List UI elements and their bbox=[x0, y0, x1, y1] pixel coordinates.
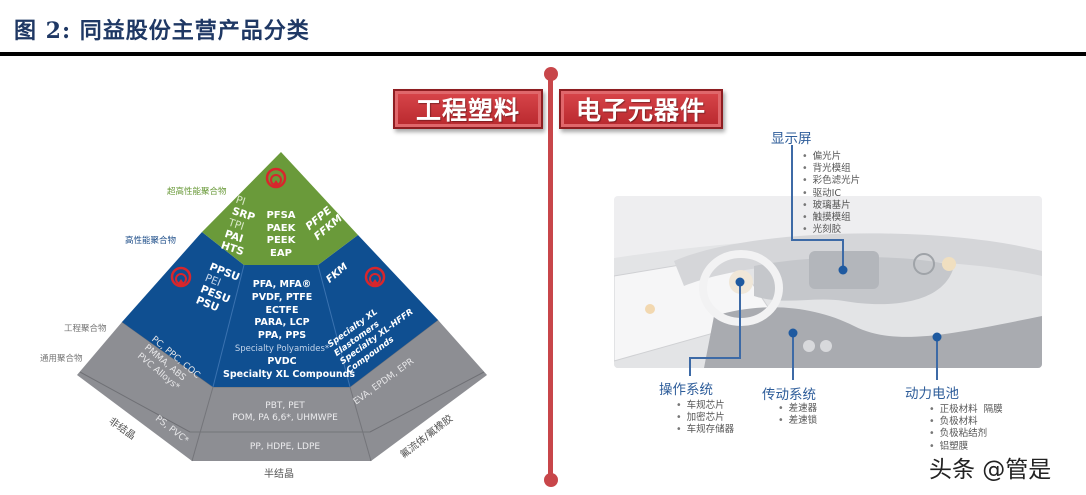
label-semi-crystalline: 半结晶 bbox=[264, 469, 294, 480]
company-logo-icon bbox=[170, 266, 192, 288]
blue-center-materials: PFA, MFA® PVDF, PTFE ECTFE PARA, LCP PPA… bbox=[223, 279, 356, 380]
center-divider-line bbox=[548, 72, 553, 480]
label-engineering: 工程聚合物 bbox=[64, 324, 107, 334]
green-center-materials: PFSA PAEK PEEK EAP bbox=[266, 210, 296, 259]
figure-title: 图 2: 同益股份主营产品分类 bbox=[14, 18, 310, 44]
title-divider bbox=[0, 52, 1086, 56]
battery-items: 正极材料 隔膜 负极材料 负极粘结剂 铝塑膜 bbox=[929, 404, 1003, 453]
operating-system-items: 车规芯片 加密芯片 车规存储器 bbox=[676, 400, 735, 437]
divider-bottom-dot bbox=[544, 473, 558, 487]
list-item: 负极粘结剂 bbox=[929, 428, 1003, 440]
battery-title: 动力电池 bbox=[905, 386, 959, 402]
list-item: 铝塑膜 bbox=[929, 441, 1003, 453]
list-item: 触摸模组 bbox=[802, 212, 860, 224]
list-item: 彩色滤光片 bbox=[802, 175, 861, 187]
gray-center-upper-materials: PBT, PET POM, PA 6,6*, UHMWPE bbox=[232, 401, 338, 423]
watermark: 头条 @管是 bbox=[929, 457, 1052, 483]
electronic-components-badge: 电子元器件 bbox=[559, 89, 723, 129]
operating-system-title: 操作系统 bbox=[659, 382, 713, 398]
divider-top-dot bbox=[544, 67, 558, 81]
company-logo-icon bbox=[265, 167, 287, 189]
list-item: 背光模组 bbox=[802, 163, 860, 175]
list-item: 差速器 bbox=[778, 403, 818, 415]
transmission-title: 传动系统 bbox=[762, 387, 816, 403]
label-commodity: 通用聚合物 bbox=[40, 354, 83, 364]
list-item: 玻璃基片 bbox=[802, 200, 860, 212]
display-items: 偏光片 背光模组 彩色滤光片 驱动IC 玻璃基片 触摸模组 光刻胶 bbox=[802, 151, 861, 236]
transmission-items: 差速器 差速锁 bbox=[778, 403, 818, 427]
company-logo-icon bbox=[364, 266, 386, 288]
list-item: 偏光片 bbox=[802, 151, 860, 163]
list-item: 正极材料 隔膜 bbox=[929, 404, 1003, 416]
list-item: 光刻胶 bbox=[802, 224, 860, 236]
list-item: 驱动IC bbox=[802, 188, 860, 200]
gray-center-lower-materials: PP, HDPE, LDPE bbox=[249, 442, 321, 452]
engineering-plastics-badge: 工程塑料 bbox=[393, 89, 543, 129]
display-title: 显示屏 bbox=[771, 131, 812, 147]
list-item: 负极材料 bbox=[929, 416, 1003, 428]
list-item: 加密芯片 bbox=[676, 412, 734, 424]
list-item: 车规芯片 bbox=[676, 400, 734, 412]
polymer-pyramid bbox=[77, 152, 487, 462]
label-ultra-high-performance: 超高性能聚合物 bbox=[167, 187, 227, 197]
list-item: 车规存储器 bbox=[676, 424, 735, 436]
label-high-performance: 高性能聚合物 bbox=[125, 236, 177, 246]
list-item: 差速锁 bbox=[778, 415, 818, 427]
